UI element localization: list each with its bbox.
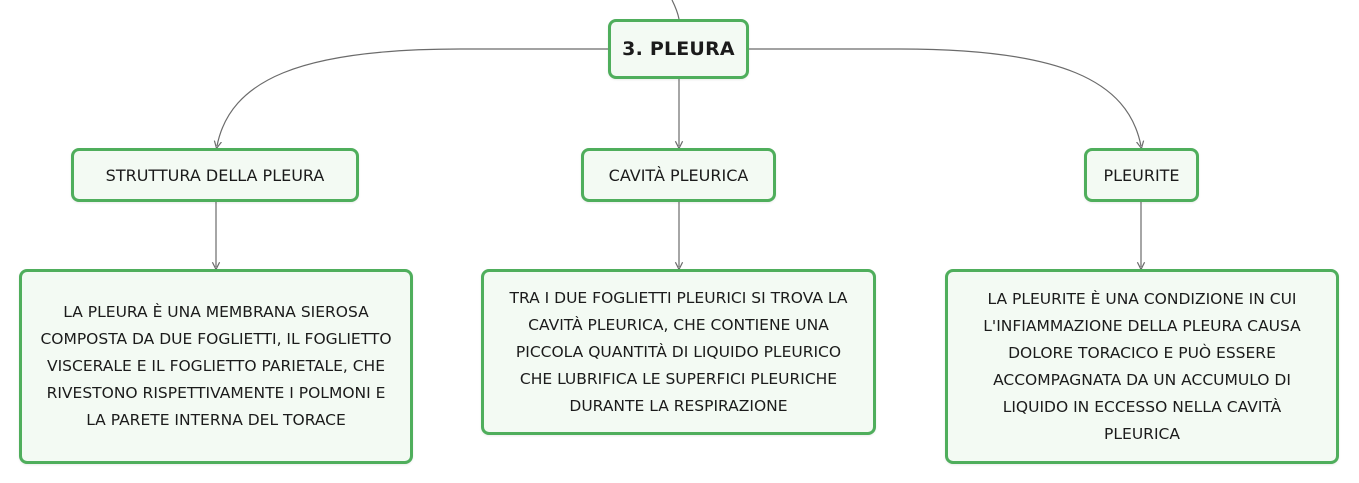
connector-root-to-pleurite — [749, 48, 1141, 146]
topic-node-label: PLEURITE — [1103, 165, 1180, 185]
description-line: LA PLEURA È UNA MEMBRANA SIEROSA — [63, 303, 369, 321]
root-node-pleura[interactable]: 3. PLEURA — [608, 19, 749, 79]
description-line: LA PARETE INTERNA DEL TORACE — [86, 411, 346, 429]
connector-from-parent — [671, 0, 680, 20]
topic-node-label: CAVITÀ PLEURICA — [608, 165, 749, 185]
description-line: CAVITÀ PLEURICA, CHE CONTIENE UNA — [528, 315, 829, 334]
description-line: LA PLEURITE È UNA CONDIZIONE IN CUI — [987, 289, 1297, 308]
topic-node-cavita-pleurica[interactable]: CAVITÀ PLEURICA — [581, 148, 776, 202]
topic-node-label: STRUTTURA DELLA PLEURA — [105, 165, 325, 185]
description-node-struttura[interactable]: LA PLEURA È UNA MEMBRANA SIEROSA COMPOST… — [19, 269, 413, 464]
description-node-cavita[interactable]: TRA I DUE FOGLIETTI PLEURICI SI TROVA LA… — [481, 269, 876, 435]
description-line: CHE LUBRIFICA LE SUPERFICI PLEURICHE — [519, 369, 838, 388]
description-line: TRA I DUE FOGLIETTI PLEURICI SI TROVA LA — [509, 288, 848, 307]
description-line: L'INFIAMMAZIONE DELLA PLEURA CAUSA — [983, 316, 1301, 335]
connector-root-to-struttura — [217, 48, 608, 146]
description-line: ACCOMPAGNATA DA UN ACCUMULO DI — [993, 370, 1291, 389]
description-line: DOLORE TORACICO E PUÒ ESSERE — [1008, 343, 1276, 362]
description-line: PICCOLA QUANTITÀ DI LIQUIDO PLEURICO — [515, 342, 842, 361]
description-line: PLEURICA — [1104, 424, 1180, 443]
description-line: LIQUIDO IN ECCESSO NELLA CAVITÀ — [1002, 397, 1282, 416]
description-line: RIVESTONO RISPETTIVAMENTE I POLMONI E — [46, 384, 386, 402]
topic-node-pleurite[interactable]: PLEURITE — [1084, 148, 1199, 202]
root-node-label: 3. PLEURA — [622, 38, 735, 60]
description-line: COMPOSTA DA DUE FOGLIETTI, IL FOGLIETTO — [40, 330, 392, 348]
description-line: DURANTE LA RESPIRAZIONE — [569, 396, 788, 415]
description-line: VISCERALE E IL FOGLIETTO PARIETALE, CHE — [46, 357, 386, 375]
description-node-pleurite[interactable]: LA PLEURITE È UNA CONDIZIONE IN CUI L'IN… — [945, 269, 1339, 464]
topic-node-struttura-della-pleura[interactable]: STRUTTURA DELLA PLEURA — [71, 148, 359, 202]
